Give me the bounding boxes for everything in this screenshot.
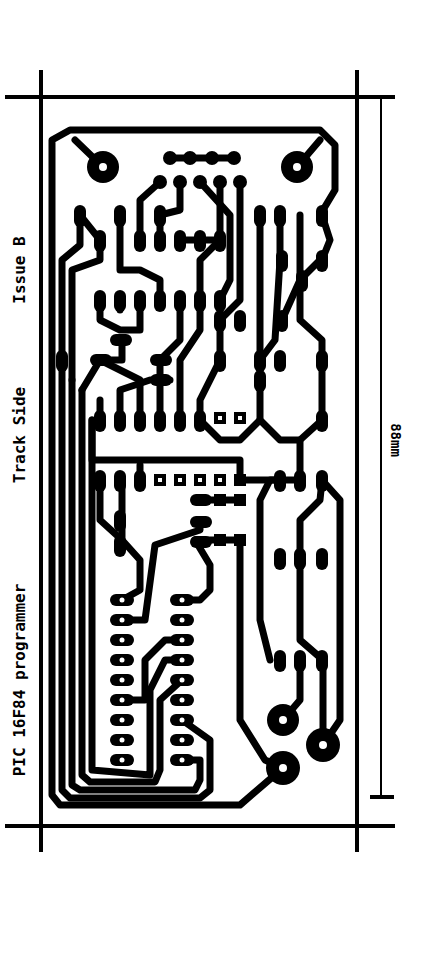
pad-hole xyxy=(120,738,125,743)
dip-socket-pads xyxy=(110,594,194,766)
dip-pad xyxy=(110,674,134,686)
pad-hole xyxy=(120,638,125,643)
dip-pad xyxy=(170,734,194,746)
copper-tracks xyxy=(52,130,340,805)
dip-pad xyxy=(110,614,134,626)
pad-hole xyxy=(120,678,125,683)
pad-holes xyxy=(99,163,327,772)
dip-pad xyxy=(110,634,134,646)
dip-pad xyxy=(170,594,194,606)
dip-pad xyxy=(110,694,134,706)
dip-pad xyxy=(170,634,194,646)
dip-pad xyxy=(170,614,194,626)
dip-pad xyxy=(110,654,134,666)
dip-pad xyxy=(110,754,134,766)
oval-pads xyxy=(56,205,328,672)
pad-hole xyxy=(120,598,125,603)
pad-hole xyxy=(180,638,185,643)
dip-pad xyxy=(170,674,194,686)
pad-hole xyxy=(180,678,185,683)
square-pads xyxy=(154,412,246,546)
pads xyxy=(87,151,340,785)
pad-hole xyxy=(180,658,185,663)
issue-label: Issue B xyxy=(12,236,28,303)
dip-pad xyxy=(170,654,194,666)
pad-hole xyxy=(120,618,125,623)
pad-hole xyxy=(120,758,125,763)
dimension-label: 88mm xyxy=(389,423,403,457)
pad-hole xyxy=(180,758,185,763)
pad-hole xyxy=(120,718,125,723)
dip-pad xyxy=(110,734,134,746)
dip-pad xyxy=(170,694,194,706)
pad-hole xyxy=(180,738,185,743)
dip-pad xyxy=(170,754,194,766)
dip-pad xyxy=(110,594,134,606)
pad-hole xyxy=(120,658,125,663)
pad-hole xyxy=(180,698,185,703)
dip-pad xyxy=(170,714,194,726)
dip-pad xyxy=(110,714,134,726)
pad-hole xyxy=(180,618,185,623)
board-frame xyxy=(5,70,395,852)
pad-hole xyxy=(180,598,185,603)
pad-hole xyxy=(120,698,125,703)
title-label: PIC 16F84 programmer xyxy=(12,584,28,777)
pad-hole xyxy=(180,718,185,723)
side-label: Track Side xyxy=(12,387,28,483)
